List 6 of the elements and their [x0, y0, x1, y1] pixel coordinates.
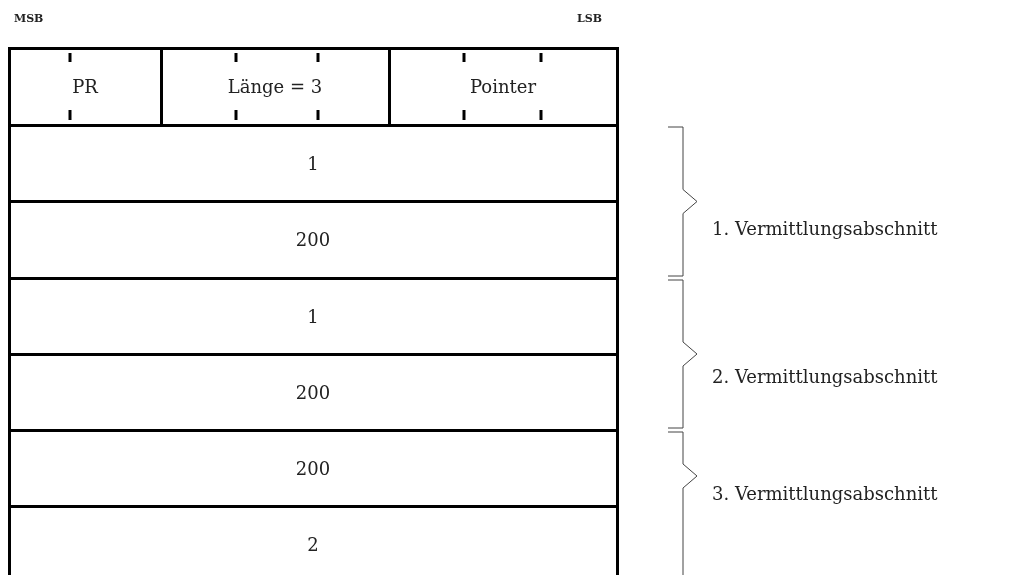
bit-order-label: MSB	[14, 11, 44, 25]
section-label: 1. Vermittlungsabschnitt	[712, 218, 938, 239]
field-cell: PR	[7, 46, 163, 127]
bit-order-label: LSB	[577, 11, 602, 25]
section-label: 2. Vermittlungsabschnitt	[712, 366, 938, 387]
section-label: 3. Vermittlungsabschnitt	[712, 483, 938, 504]
